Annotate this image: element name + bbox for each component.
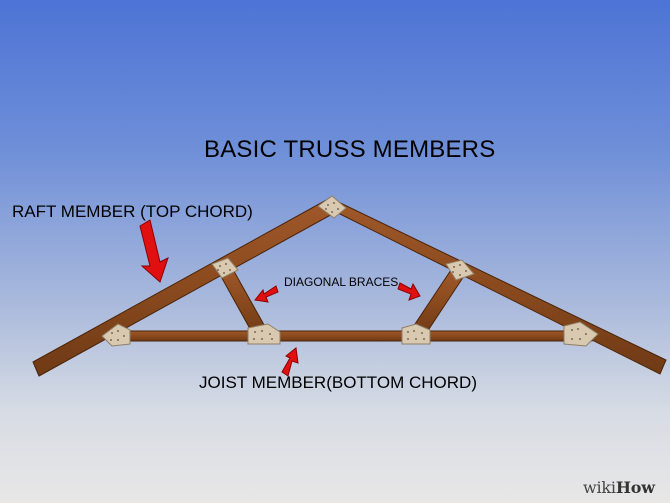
arrow-diagonal-brace-right [397,282,421,301]
watermark-wiki: wiki [583,478,616,497]
label-diagonal-braces: DIAGONAL BRACES [284,275,399,289]
gusset-plate-left-heel [101,323,131,347]
gusset-plate-peak [317,195,347,219]
label-raft-member: RAFT MEMBER (TOP CHORD) [12,202,253,221]
diagram-title: BASIC TRUSS MEMBERS [204,136,496,163]
gusset-plate-right-bottom [401,323,431,345]
wikihow-watermark: wikiHow [583,478,655,497]
gusset-plate-right-heel [563,321,599,347]
watermark-how: How [615,478,655,497]
bottom-chord-joist [107,330,593,342]
gusset-plate-right-upper [445,259,475,281]
gusset-plate-left-bottom [247,323,281,345]
label-joist-member: JOIST MEMBER(BOTTOM CHORD) [199,373,477,392]
arrow-joist-member [281,347,299,377]
arrow-raft-member [139,219,169,283]
arrow-diagonal-brace-left [254,285,279,303]
gusset-plate-left-upper [211,257,239,279]
